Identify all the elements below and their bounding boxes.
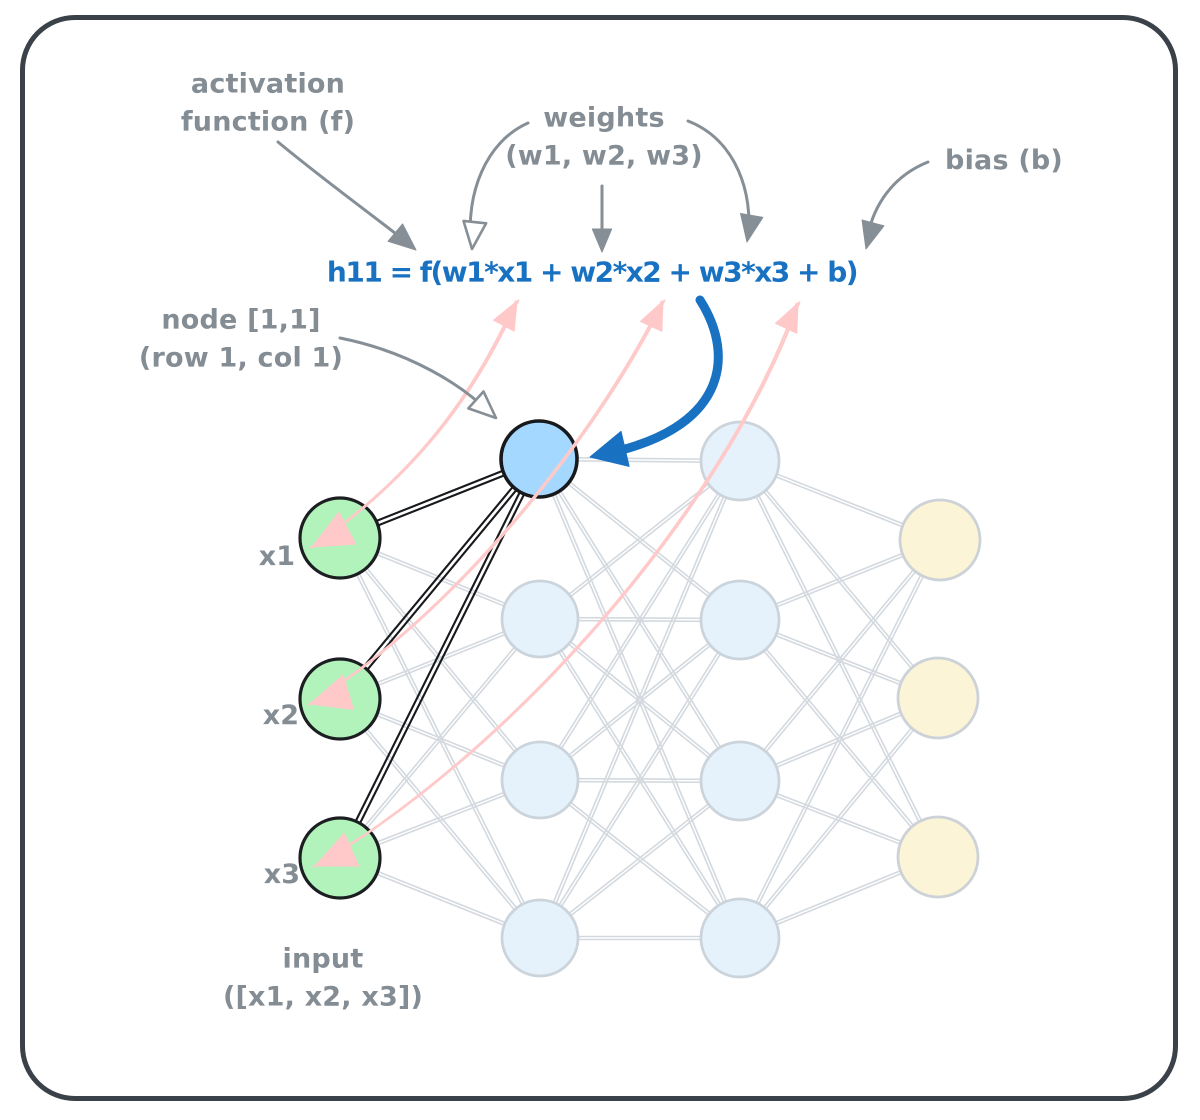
hidden1-node-h13 (500, 740, 580, 820)
pink-arrow-x3 (312, 302, 798, 868)
label-x3: x3 (263, 858, 301, 890)
hidden2-node-h24 (699, 897, 781, 979)
hidden2-node-h21 (699, 420, 781, 502)
hidden1-node-h12 (500, 579, 580, 659)
activation-arrow (276, 140, 412, 247)
hidden1-node-h14 (500, 898, 580, 978)
output-node-o1 (898, 498, 982, 582)
output-node-o2 (896, 656, 980, 740)
hidden2-node-h23 (699, 740, 781, 822)
hidden1-node-h11 (499, 419, 579, 499)
pink-arrow-x2 (307, 300, 663, 706)
label-activation-function: activation function (f) (180, 68, 356, 138)
label-x2: x2 (262, 699, 300, 731)
hidden2-node-h22 (699, 579, 781, 661)
pink-arrow-x1 (309, 300, 517, 549)
label-input-vector: input ([x1, x2, x3]) (222, 943, 424, 1013)
label-bias: bias (b) (945, 144, 1063, 176)
blue-node-pointer-arrow (599, 295, 723, 459)
output-node-o3 (896, 815, 980, 899)
label-x1: x1 (258, 540, 296, 572)
label-node-1-1: node [1,1] (row 1, col 1) (138, 304, 344, 374)
label-weights: weights (w1, w2, w3) (505, 102, 703, 172)
node-label-arrow (338, 336, 492, 415)
formula-text: h11 = f(w1*x1 + w2*x2 + w3*x3 + b) (326, 255, 859, 289)
